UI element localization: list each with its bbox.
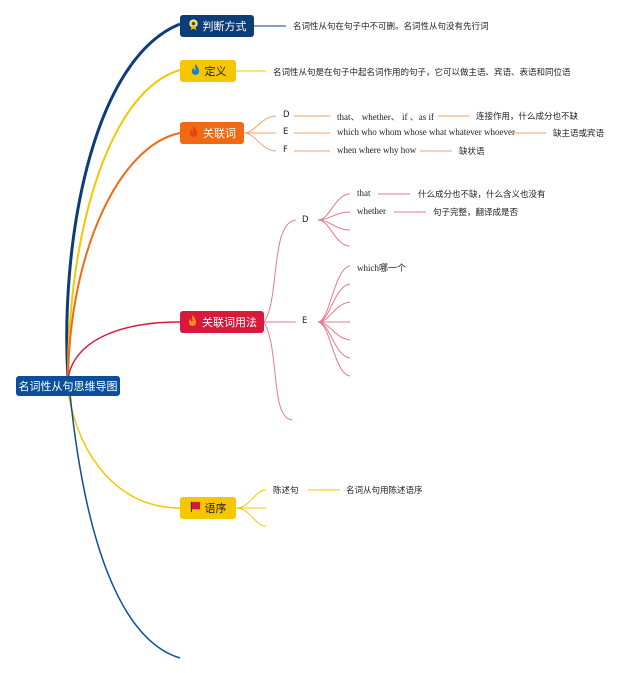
connectives-words-e: which who whom whose what whatever whoev… — [337, 127, 515, 137]
usage-d-word-that: that — [357, 188, 371, 198]
branch-judge[interactable]: 判断方式 — [180, 15, 254, 37]
branch-order-label: 语序 — [204, 502, 227, 515]
branch-judge-label: 判断方式 — [202, 20, 247, 33]
connectives-words-d: that、 whether、 if 、as if — [337, 112, 434, 122]
connector-order — [67, 391, 181, 509]
connectives-note-e: 缺主语或宾语 — [553, 129, 605, 139]
usage-e-word-which: which哪一个 — [357, 263, 406, 273]
connectives-note-d: 连接作用，什么成分也不缺 — [476, 112, 579, 122]
connectives-key-d: D — [283, 110, 290, 120]
branch-connectives[interactable]: 关联词 — [180, 122, 244, 144]
definition-text: 名词性从句是在句子中起名词作用的句子，它可以做主语、宾语、表语和同位语 — [273, 68, 571, 78]
connector-connectives — [67, 132, 181, 379]
fire-icon — [187, 315, 198, 329]
connector-definition — [67, 69, 181, 379]
usage-key-d: D — [302, 215, 309, 225]
flag-icon — [190, 501, 201, 515]
order-item: 陈述句 — [273, 486, 299, 496]
order-note: 名词从句用陈述语序 — [346, 486, 423, 496]
judge-text: 名词性从句在句子中不可删。名词性从句没有先行词 — [293, 22, 489, 32]
root-node[interactable]: 名词性从句思维导图 — [16, 376, 120, 396]
branch-definition-label: 定义 — [204, 65, 227, 78]
connectives-note-f: 缺状语 — [459, 147, 485, 157]
connectives-key-e: E — [283, 127, 289, 137]
root-label: 名词性从句思维导图 — [18, 380, 118, 393]
connectives-key-f: F — [283, 145, 288, 155]
usage-key-e: E — [302, 316, 308, 326]
medal-icon — [188, 19, 199, 33]
flame-icon — [190, 64, 201, 78]
connector-usage — [67, 321, 181, 379]
branch-order[interactable]: 语序 — [180, 497, 236, 519]
branch-usage-label: 关联词用法 — [202, 316, 257, 329]
connectives-words-f: when where why how — [337, 145, 417, 155]
usage-d-note-whether: 句子完整，翻译成是否 — [433, 208, 519, 218]
branch-connectives-label: 关联词 — [203, 127, 236, 140]
usage-d-word-whether: whether — [357, 206, 386, 216]
branch-usage[interactable]: 关联词用法 — [180, 311, 264, 333]
fire-icon — [188, 126, 199, 140]
usage-d-note-that: 什么成分也不缺，什么含义也没有 — [418, 190, 546, 200]
connector-judge — [65, 22, 181, 379]
branch-definition[interactable]: 定义 — [180, 60, 236, 82]
connector-empty — [69, 393, 181, 659]
